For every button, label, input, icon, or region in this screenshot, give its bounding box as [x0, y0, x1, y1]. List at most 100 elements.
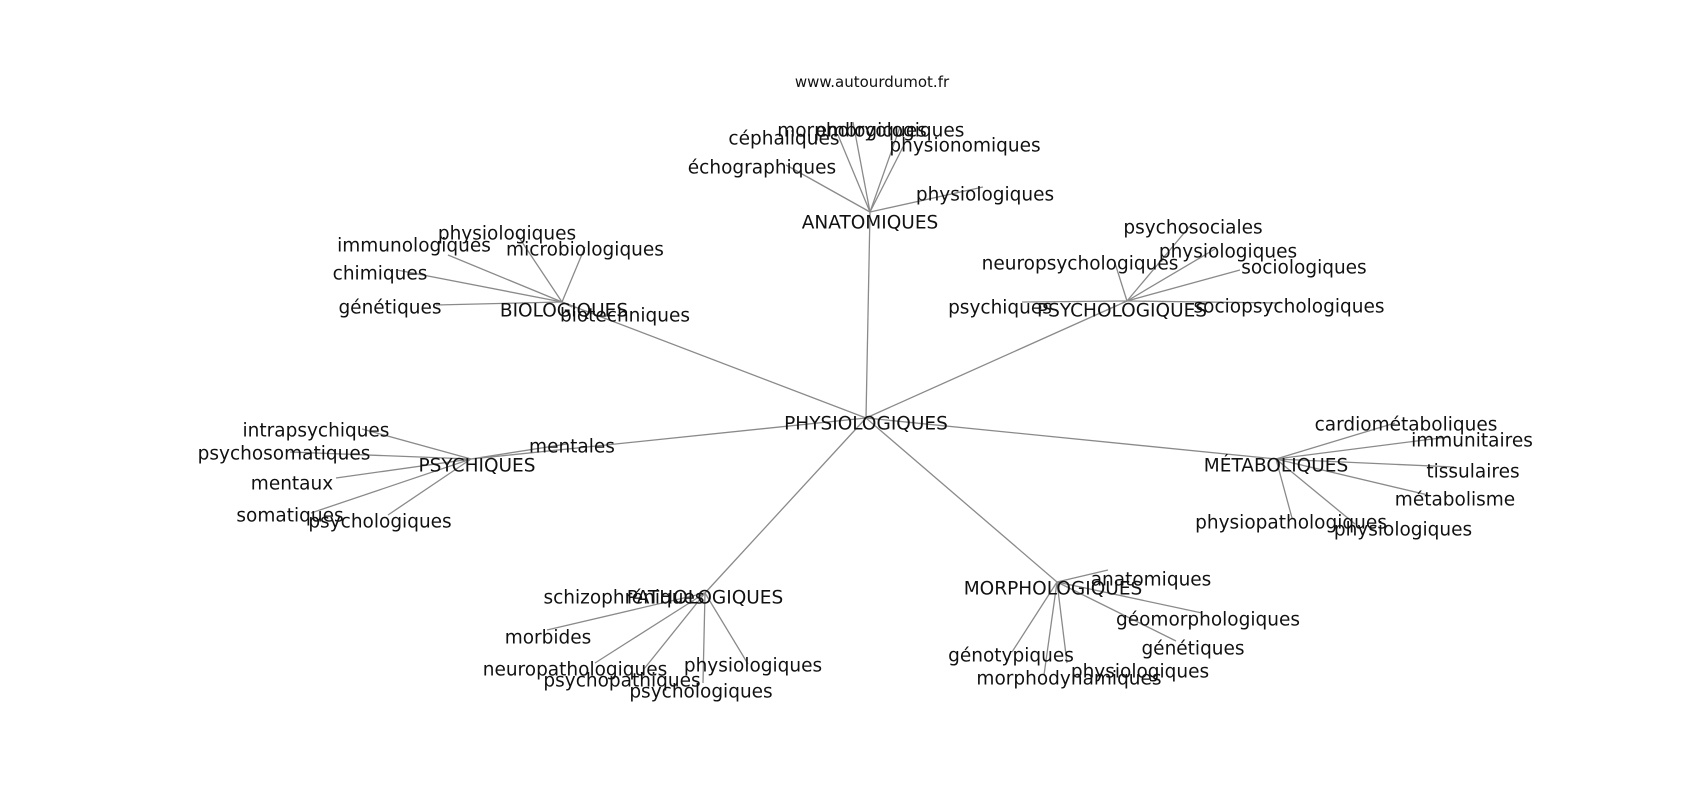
branch-leaf-edge: [396, 269, 563, 303]
leaf-node-label: céphaliques: [728, 129, 839, 150]
branch-leaf-edge: [1275, 436, 1449, 460]
branch-leaf-edge: [785, 164, 871, 213]
branch-leaf-edge: [1021, 300, 1128, 303]
branch-leaf-edge: [702, 592, 706, 684]
leaf-node-label: morphologiques: [777, 121, 927, 142]
leaf-node-label: génétiques: [338, 298, 441, 319]
branch-node-label: MORPHOLOGIQUES: [964, 579, 1143, 600]
root-branch-edge: [865, 211, 871, 419]
branch-leaf-edge: [1043, 581, 1058, 676]
leaf-node-label: morbides: [505, 628, 592, 649]
leaf-node-label: génotypiques: [948, 646, 1074, 667]
leaf-node-label: intrapsychiques: [243, 421, 390, 442]
leaf-node-label: cardiométaboliques: [1315, 415, 1498, 436]
branch-leaf-edge: [447, 254, 563, 303]
branch-leaf-edge: [1126, 248, 1216, 302]
branch-leaf-edge: [1011, 581, 1058, 653]
leaf-node-label: psychologiques: [308, 512, 451, 533]
branch-node-label: PSYCHIQUES: [418, 456, 535, 477]
root-branch-edge: [470, 417, 867, 460]
leaf-node-label: somatiques: [236, 506, 343, 527]
branch-leaf-edge: [515, 232, 563, 303]
branch-leaf-edge: [1275, 458, 1356, 525]
leaf-node-label: microbiologiques: [506, 240, 664, 261]
branch-leaf-edge: [1275, 458, 1455, 468]
branch-node-label: BIOLOGIQUES: [500, 301, 628, 322]
branch-leaf-edge: [546, 592, 706, 631]
branch-leaf-edge: [387, 458, 472, 516]
leaf-node-label: physiologiques: [1334, 520, 1472, 541]
branch-node-label: MÉTABOLIQUES: [1204, 455, 1348, 477]
leaf-node-label: géomorphologiques: [1116, 610, 1300, 631]
branch-leaf-edge: [561, 246, 586, 303]
branch-leaf-edge: [1126, 300, 1281, 304]
branch-leaf-edge: [1126, 269, 1241, 302]
leaf-node-label: psychologiques: [629, 682, 772, 703]
leaf-node-label: psychiques: [948, 298, 1052, 319]
branch-leaf-edge: [1113, 259, 1128, 302]
leaf-node-label: chimiques: [333, 264, 428, 285]
branch-leaf-edge: [704, 592, 749, 665]
root-branch-edge: [704, 417, 867, 594]
leaf-node-label: génétiques: [1141, 639, 1244, 660]
branch-leaf-edge: [869, 126, 901, 213]
leaf-node-label: physionomiques: [889, 136, 1040, 157]
branch-leaf-edge: [361, 428, 472, 460]
branch-leaf-edge: [435, 301, 563, 306]
leaf-node-label: psychosociales: [1123, 218, 1262, 239]
leaf-node-label: embryologiques: [816, 121, 965, 142]
leaf-node-label: physiologiques: [684, 656, 822, 677]
branch-leaf-edge: [1056, 569, 1109, 583]
root-branch-edge: [561, 301, 867, 419]
leaf-node-label: neuropathologiques: [483, 660, 668, 681]
branch-leaf-edge: [1056, 581, 1068, 664]
branch-leaf-edge: [643, 592, 706, 670]
leaf-node-label: tissulaires: [1426, 462, 1519, 483]
branch-leaf-edge: [869, 186, 984, 213]
leaf-node-label: psychopathiques: [543, 671, 700, 692]
leaf-node-label: psychosomatiques: [198, 444, 371, 465]
branch-leaf-edge: [1056, 581, 1203, 614]
leaf-node-label: physiologiques: [916, 185, 1054, 206]
branch-leaf-edge: [869, 142, 906, 213]
branch-leaf-edge: [289, 451, 472, 460]
leaf-node-label: biotechniques: [560, 306, 690, 327]
branch-node-label: ANATOMIQUES: [802, 213, 939, 234]
branch-leaf-edge: [1126, 225, 1191, 302]
leaf-node-label: morphodynamiques: [976, 669, 1161, 690]
leaf-node-label: physiologiques: [1071, 662, 1209, 683]
branch-leaf-edge: [1275, 422, 1396, 460]
branch-node-label: PSYCHOLOGIQUES: [1037, 301, 1207, 322]
root-branch-edge: [865, 417, 1058, 583]
leaf-node-label: immunologiques: [337, 236, 491, 257]
branch-leaf-edge: [1056, 581, 1177, 642]
edges: [289, 121, 1455, 684]
leaf-node-label: schizophréniques: [543, 588, 704, 609]
leaf-node-label: physiologiques: [1159, 242, 1297, 263]
leaf-node-label: métabolisme: [1395, 490, 1515, 511]
leaf-node-label: immunitaires: [1411, 431, 1533, 452]
leaf-node-label: sociopsychologiques: [1194, 297, 1385, 318]
leaf-node-label: sociologiques: [1241, 258, 1366, 279]
branch-leaf-edge: [470, 443, 568, 460]
branch-leaf-edge: [335, 458, 472, 479]
branch-leaf-edge: [837, 134, 871, 213]
leaf-node-label: mentales: [529, 437, 615, 458]
source-url: www.autourdumot.fr: [795, 73, 950, 91]
branch-leaf-edge: [310, 458, 472, 514]
branch-node-label: PATHOLOGIQUES: [627, 588, 784, 609]
branch-leaf-edge: [852, 121, 871, 213]
leaf-node-label: physiologiques: [438, 224, 576, 245]
leaf-node-label: anatomiques: [1091, 570, 1212, 591]
root-branch-edge: [865, 300, 1128, 419]
branch-leaf-edge: [561, 301, 573, 308]
leaf-node-label: physiopathologiques: [1195, 513, 1387, 534]
branch-leaf-edge: [1275, 458, 1293, 519]
leaf-node-label: neuropsychologiques: [982, 254, 1179, 275]
root-node-label: PHYSIOLOGIQUES: [784, 414, 948, 435]
branch-leaf-edge: [1275, 458, 1429, 496]
branch-leaf-edge: [594, 592, 706, 664]
labels: PHYSIOLOGIQUES ANATOMIQUES morphologiquese…: [198, 121, 1533, 703]
root-branch-edge: [865, 417, 1277, 460]
